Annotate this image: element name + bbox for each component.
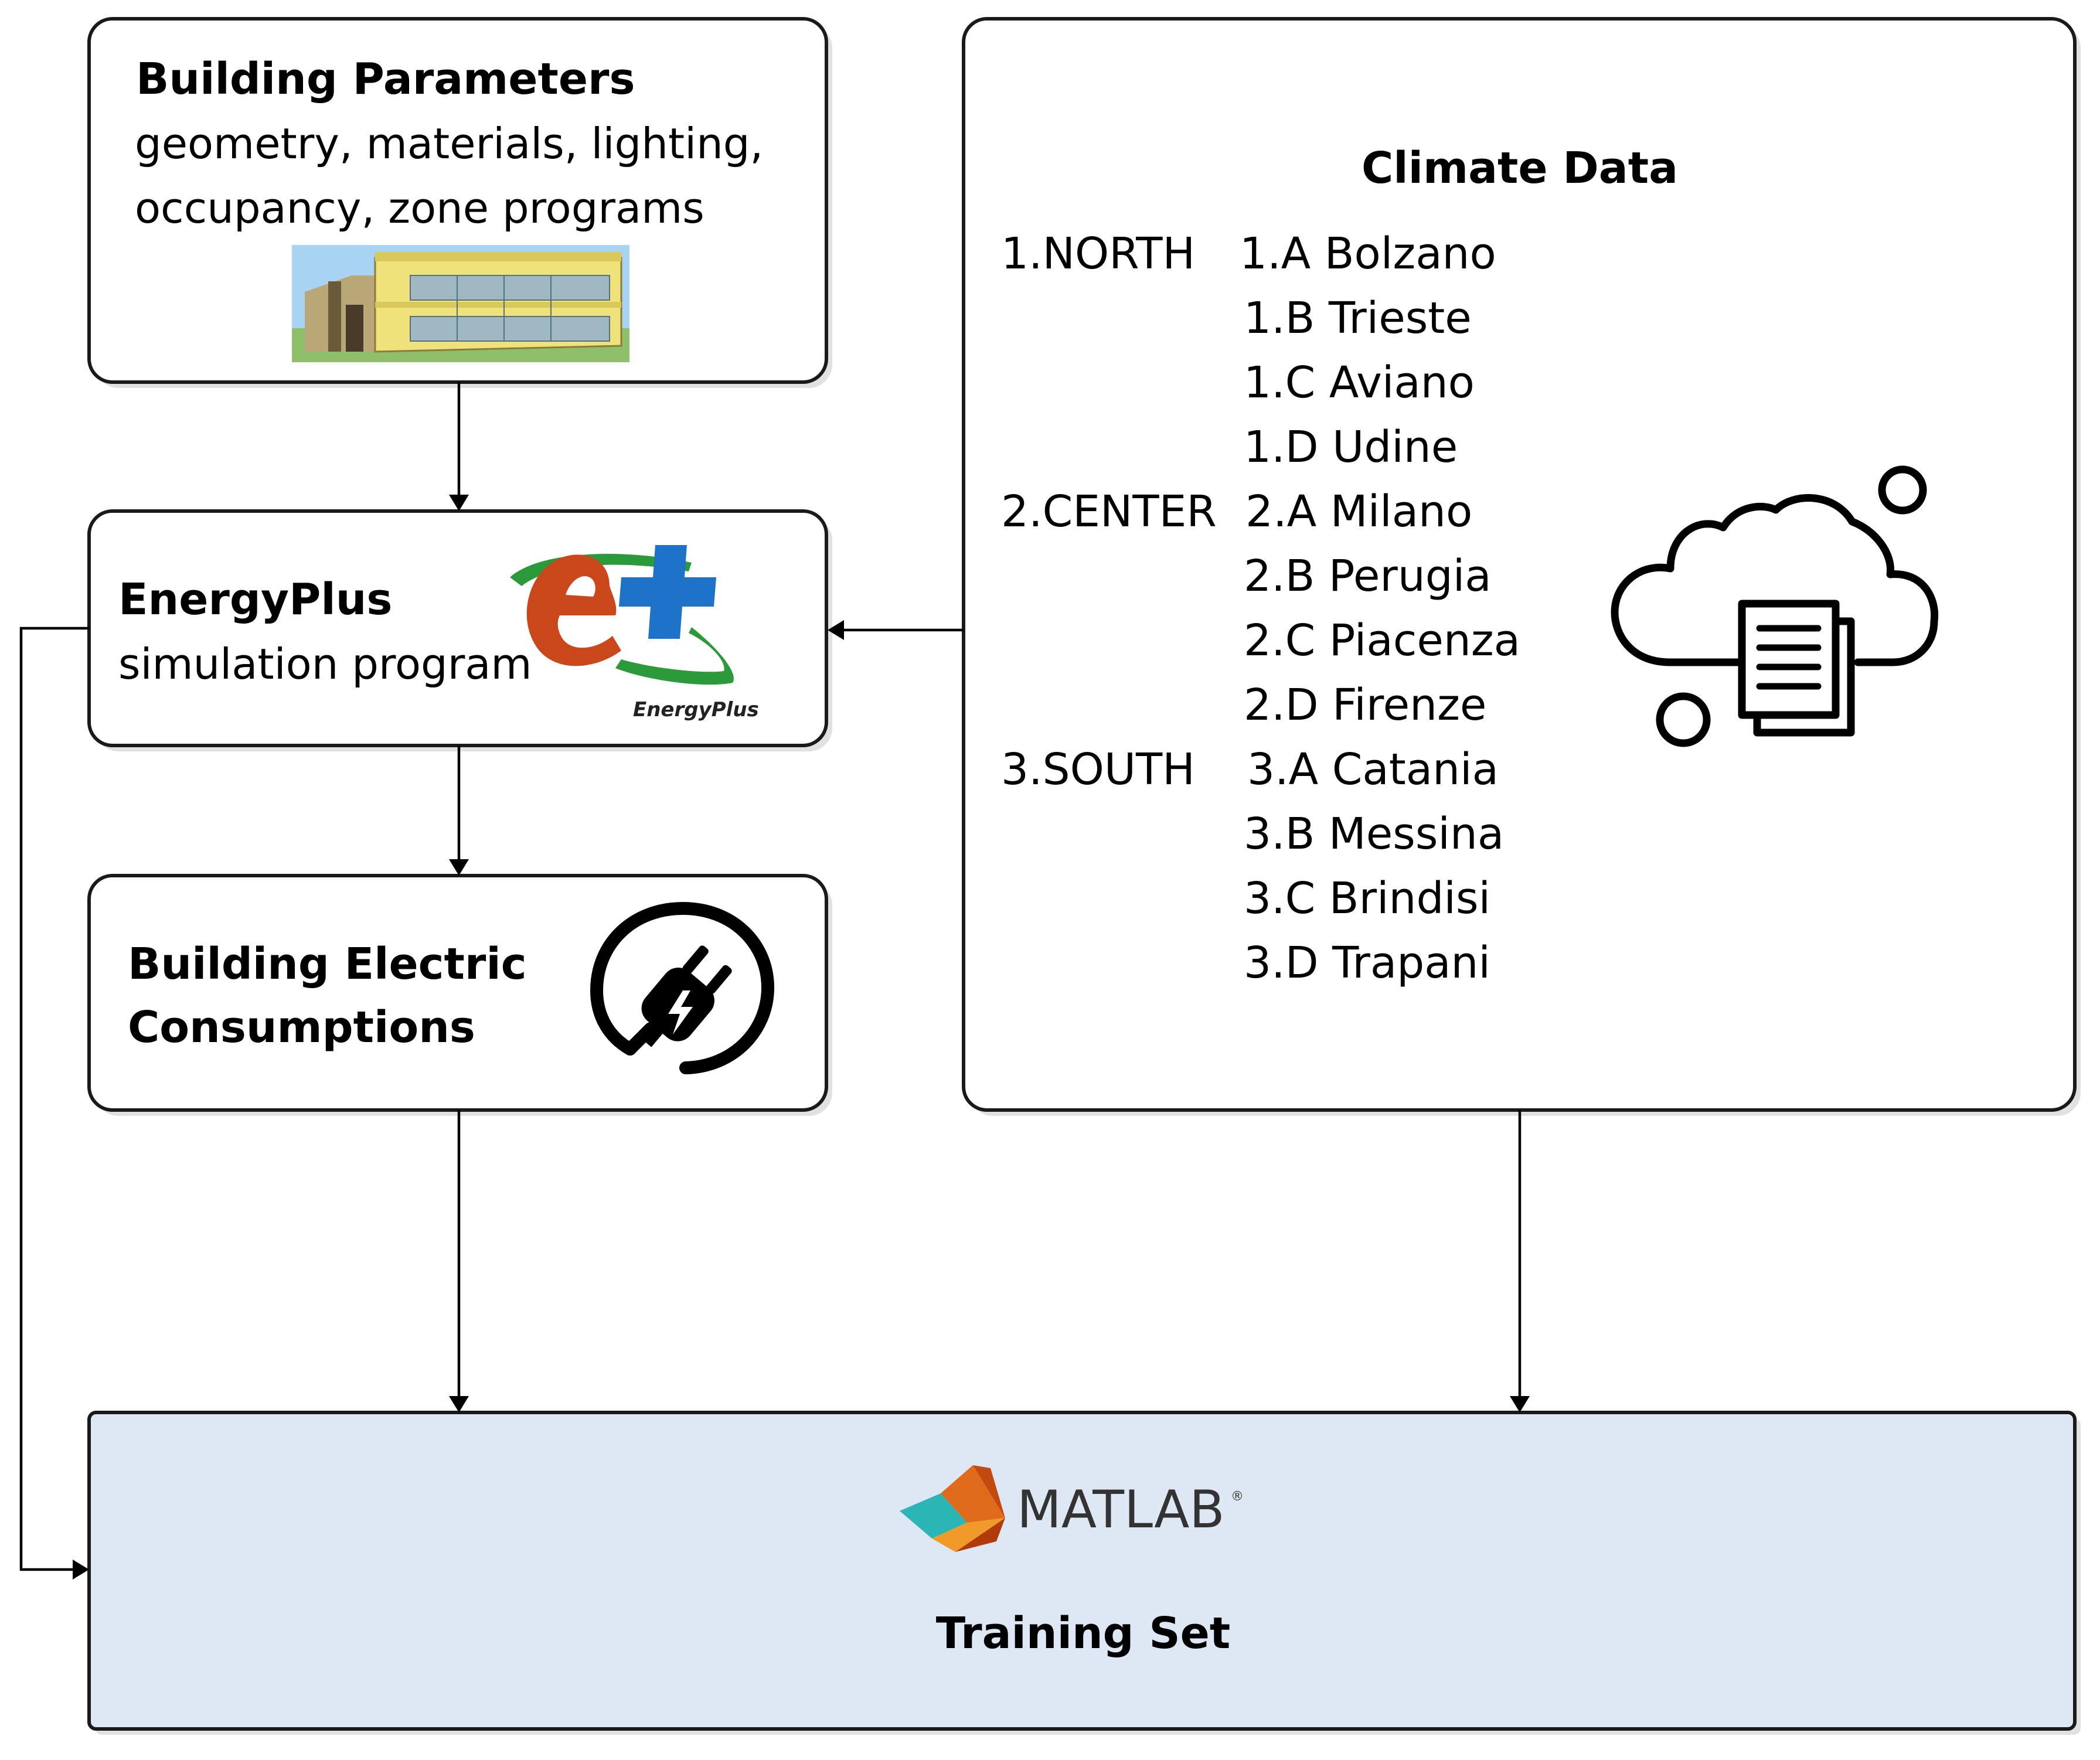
climate-data-box: Climate Data 1.NORTH 1.A Bolzano 1.B Tri… bbox=[962, 17, 2077, 1112]
arrow-electric-to-training bbox=[449, 1110, 469, 1412]
region-center: 2.CENTER bbox=[1001, 486, 1217, 537]
city-2c: 2.C Piacenza bbox=[1244, 615, 1520, 666]
training-set-box: MATLAB ® Training Set bbox=[87, 1411, 2077, 1731]
city-2a: 2.A Milano bbox=[1245, 486, 1472, 537]
matlab-registered-mark: ® bbox=[1231, 1489, 1244, 1504]
climate-title: Climate Data bbox=[1362, 143, 1678, 193]
building-parameters-box: Building Parameters geometry, materials,… bbox=[87, 17, 828, 384]
region-north: 1.NORTH bbox=[1001, 229, 1195, 279]
city-3c: 3.C Brindisi bbox=[1244, 873, 1490, 924]
city-3d: 3.D Trapani bbox=[1244, 938, 1490, 988]
energyplus-subtitle: simulation program bbox=[118, 639, 532, 689]
region-south: 3.SOUTH bbox=[1001, 744, 1195, 795]
energyplus-logo-icon: EnergyPlus bbox=[510, 545, 759, 721]
arrow-climate-to-training bbox=[1510, 1110, 1530, 1412]
arrow-energyplus-to-training bbox=[19, 627, 89, 1579]
energyplus-title: EnergyPlus bbox=[118, 574, 392, 625]
energyplus-logo-caption: EnergyPlus bbox=[633, 698, 759, 721]
power-plug-icon bbox=[590, 901, 775, 1074]
city-2b: 2.B Perugia bbox=[1244, 551, 1492, 601]
city-3b: 3.B Messina bbox=[1244, 809, 1504, 859]
arrow-energyplus-to-electric bbox=[449, 745, 469, 876]
electric-title-line2: Consumptions bbox=[128, 1002, 475, 1053]
city-3a: 3.A Catania bbox=[1247, 744, 1499, 795]
city-1b: 1.B Trieste bbox=[1244, 293, 1472, 343]
arrow-parameters-to-energyplus bbox=[449, 382, 469, 511]
city-1c: 1.C Aviano bbox=[1244, 358, 1475, 408]
building-parameters-title: Building Parameters bbox=[136, 54, 635, 104]
arrow-climate-to-energyplus bbox=[828, 620, 964, 640]
building-parameters-line1: geometry, materials, lighting, bbox=[135, 119, 763, 168]
matlab-logo-text: MATLAB bbox=[1017, 1479, 1225, 1540]
city-1a: 1.A Bolzano bbox=[1240, 229, 1496, 279]
cloud-document-icon bbox=[1611, 465, 1939, 747]
city-2d: 2.D Firenze bbox=[1244, 680, 1486, 730]
matlab-logo-icon bbox=[900, 1465, 1005, 1552]
electric-consumption-box: Building Electric Consumptions bbox=[87, 874, 828, 1112]
electric-title-line1: Building Electric bbox=[128, 939, 527, 989]
city-1d: 1.D Udine bbox=[1244, 422, 1458, 472]
energyplus-box: EnergyPlus simulation program EnergyPlus bbox=[87, 509, 828, 747]
building-image bbox=[292, 245, 629, 362]
training-set-title: Training Set bbox=[936, 1608, 1230, 1659]
building-parameters-line2: occupancy, zone programs bbox=[135, 183, 704, 233]
